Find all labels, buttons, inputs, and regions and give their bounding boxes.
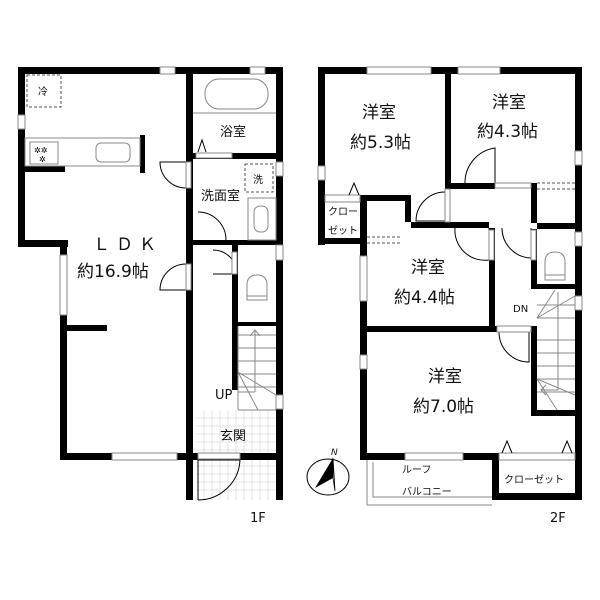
door-swing bbox=[501, 227, 532, 259]
stairs-2f bbox=[536, 289, 576, 411]
door-swing bbox=[454, 227, 490, 261]
door-swing bbox=[464, 147, 496, 184]
room-size-4-4: 約4.4帖 bbox=[394, 288, 455, 308]
room-name-4-4: 洋室 bbox=[411, 258, 445, 278]
toilet-icon bbox=[246, 274, 268, 301]
fridge-space bbox=[26, 74, 62, 108]
room-name-entrance: 玄関 bbox=[220, 429, 246, 444]
floor-label-2f: 2F bbox=[550, 511, 566, 526]
stairs-1f bbox=[237, 326, 277, 411]
door-swing bbox=[498, 331, 530, 363]
door-swing bbox=[159, 263, 187, 291]
vanity bbox=[247, 197, 277, 241]
closet-small-label-2: ゼット bbox=[328, 225, 358, 237]
floor-2: DN 洋室 約5.3帖 洋室 約4.3帖 洋室 約4.4帖 洋室 約7.0帖 ク… bbox=[317, 66, 583, 526]
door-marker bbox=[348, 181, 360, 196]
burner-icon: ✲✲ bbox=[34, 146, 48, 155]
washer-label: 洗 bbox=[253, 174, 263, 186]
compass-icon: N bbox=[306, 448, 350, 496]
room-name-7-0: 洋室 bbox=[428, 367, 462, 387]
washer-space bbox=[244, 163, 274, 193]
closet-rail bbox=[537, 182, 575, 190]
room-name-bath: 浴室 bbox=[220, 124, 246, 140]
closet-rail bbox=[367, 236, 402, 244]
sink bbox=[95, 142, 131, 163]
door-swing bbox=[197, 211, 227, 241]
door-swing bbox=[159, 161, 187, 189]
door-swing bbox=[415, 191, 446, 222]
door-marker bbox=[197, 138, 207, 153]
burner-icon: ✲ bbox=[39, 155, 46, 164]
basin bbox=[253, 205, 269, 233]
balcony-label-1: ルーフ bbox=[402, 465, 431, 476]
stairs-up-label: UP bbox=[215, 388, 233, 403]
room-size-4-3: 約4.3帖 bbox=[477, 122, 538, 142]
room-size-5-3: 約5.3帖 bbox=[350, 133, 411, 153]
room-name-5-3: 洋室 bbox=[362, 103, 396, 123]
room-name-ldk: ＬＤＫ bbox=[93, 235, 162, 255]
bathtub bbox=[204, 78, 269, 110]
floor-label-1f: 1F bbox=[250, 511, 266, 526]
closet-large-label: クローゼット bbox=[504, 474, 564, 486]
stairs-down-label: DN bbox=[513, 304, 528, 315]
door-marker bbox=[501, 439, 573, 454]
balcony-label-2: バルコニー bbox=[402, 486, 452, 498]
room-name-4-3: 洋室 bbox=[492, 93, 526, 113]
balcony-outline bbox=[366, 460, 492, 506]
floor-1: 冷 ✲✲ ✲ 洗 UP bbox=[17, 66, 284, 526]
room-name-washroom: 洗面室 bbox=[201, 188, 240, 204]
entrance-door bbox=[197, 459, 241, 501]
stove bbox=[29, 141, 59, 165]
closet-small-label-1: クロー bbox=[328, 206, 358, 218]
room-size-7-0: 約7.0帖 bbox=[413, 397, 474, 417]
toilet-icon bbox=[544, 251, 566, 281]
kitchen-counter bbox=[24, 137, 141, 167]
fridge-label: 冷 bbox=[38, 85, 48, 98]
compass-north-label: N bbox=[331, 448, 338, 458]
room-size-ldk: 約16.9帖 bbox=[77, 262, 149, 282]
